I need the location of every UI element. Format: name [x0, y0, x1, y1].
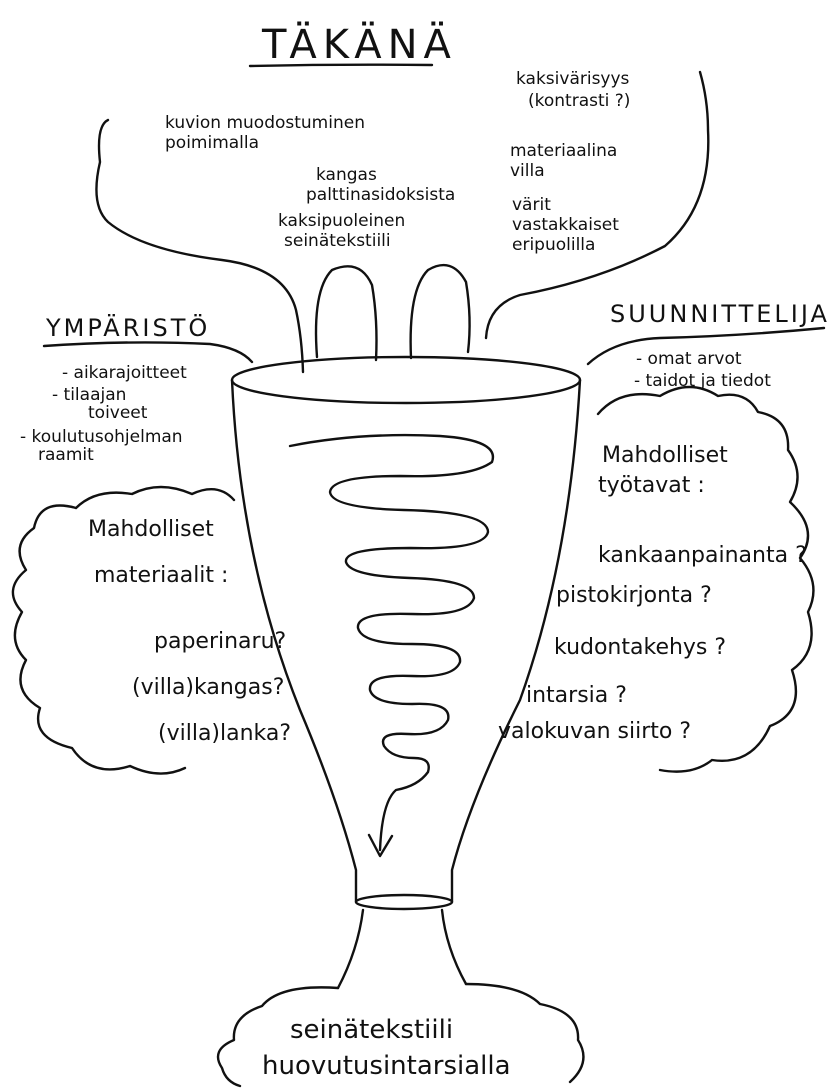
techniques-cloud-outline — [596, 385, 815, 773]
outflow-line-left — [336, 908, 365, 990]
designer-list: - omat arvot - taidot ja tiedot — [634, 349, 771, 391]
note-two-colour: kaksivärisyys (kontrasti ?) — [516, 69, 635, 111]
funnel-spout — [354, 893, 454, 911]
note-material-wool: materiaalina villa — [510, 141, 623, 181]
top-bump-right — [409, 263, 471, 360]
note-pattern-formation: kuvion muodostuminen poimimalla — [165, 113, 370, 153]
outflow-line-right — [440, 908, 468, 986]
materials-cloud-outline — [11, 485, 236, 775]
diagram-title: TÄKÄNÄ — [261, 20, 457, 68]
note-fabric-weave: kangas palttinasidoksista — [306, 165, 455, 205]
environment-heading: YMPÄRISTÖ — [45, 313, 210, 342]
top-cloud-outline — [95, 70, 710, 374]
title-underline — [248, 63, 434, 68]
environment-list: - aikarajoitteet - tilaajan toiveet - ko… — [20, 363, 192, 465]
techniques-heading: Mahdolliset työtavat : — [598, 443, 735, 498]
note-double-sided: kaksipuoleinen seinätekstiili — [278, 211, 411, 251]
result-cloud-outline — [216, 982, 585, 1088]
result-text: seinätekstiili huovutusintarsialla — [262, 1015, 511, 1081]
funnel-body — [230, 378, 582, 904]
note-opposite-colours: värit vastakkaiset eripuolilla — [512, 195, 624, 255]
designer-heading: SUUNNITTELIJA — [610, 300, 827, 328]
materials-list: paperinaru? (villa)kangas? (villa)lanka? — [132, 629, 293, 746]
materials-heading: Mahdolliset materiaalit : — [88, 517, 228, 588]
top-bump-left — [314, 265, 378, 362]
funnel-spiral — [288, 433, 495, 852]
funnel-rim — [230, 355, 582, 405]
techniques-list: kankaanpainanta ? pistokirjonta ? kudont… — [498, 543, 814, 744]
spiral-arrowhead — [367, 833, 394, 858]
designer-divider — [586, 326, 826, 366]
environment-divider — [42, 341, 254, 364]
